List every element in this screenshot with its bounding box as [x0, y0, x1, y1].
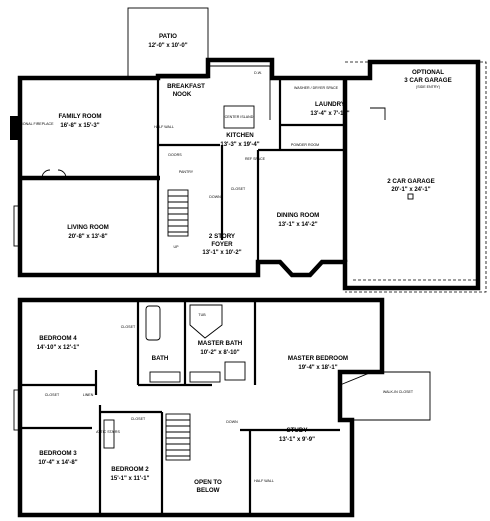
living-name: LIVING ROOM [67, 224, 109, 231]
stairs-icon-2 [165, 413, 191, 461]
dining-dims: 13'-1" x 14'-2" [278, 222, 317, 228]
garage-light-icon [407, 193, 414, 200]
masterbed-dims: 19'-4" x 18'-1" [298, 365, 337, 371]
fireplace-icon [10, 116, 20, 140]
center-island [223, 105, 255, 129]
opt-garage-note: (SIDE ENTRY) [416, 85, 440, 89]
shower-icon [224, 361, 246, 381]
opt-garage-name: OPTIONAL [412, 69, 444, 76]
bed3-name: BEDROOM 3 [39, 450, 77, 457]
breakfast-name: BREAKFAST [167, 83, 205, 90]
up-label: UP [174, 245, 180, 249]
ref-label: REF SPACE [245, 157, 266, 161]
optional-garage-outline [345, 61, 487, 293]
island-label: CENTER ISLAND [225, 115, 254, 119]
powder-label: POWDER ROOM [291, 143, 319, 147]
vanity-icon [149, 371, 181, 383]
fireplace-label: OPTIONAL FIREPLACE [14, 122, 54, 126]
door-swing-icon [41, 169, 67, 179]
vanity-icon-2 [189, 371, 221, 383]
window-icon [13, 205, 21, 247]
garage-steps [370, 107, 386, 120]
attic-stairs-icon [103, 419, 115, 449]
laundry-dims: 13'-4" x 7'-10" [310, 111, 349, 117]
dw-label: D.W. [254, 71, 262, 75]
attic-label: ATTIC STAIRS [96, 430, 120, 434]
garage-name: 2 CAR GARAGE [387, 178, 434, 185]
closet-label-4: CLOSET [131, 417, 146, 421]
bed4-name: BEDROOM 4 [39, 335, 77, 342]
open-name2: BELOW [196, 487, 219, 494]
garage-dims: 20'-1" x 24'-1" [391, 187, 430, 193]
foyer-dims: 13'-1" x 10'-2" [202, 250, 241, 256]
second-floor-plan: BEDROOM 4 14'-10" x 12'-1" BATH MASTER B… [13, 297, 431, 518]
masterbath-dims: 10'-2" x 8'-10" [200, 350, 239, 356]
open-name: OPEN TO [194, 479, 222, 486]
study-name: STUDY [287, 427, 309, 434]
closet-label-2: CLOSET [121, 325, 136, 329]
corner-tub-icon [189, 304, 223, 339]
first-floor-plan: PATIO 12'-0" x 10'-0" BREAKFAST NOOK FAM… [10, 7, 487, 293]
breakfast-name2: NOOK [173, 91, 192, 98]
walkin-label: WALK-IN CLOSET [383, 390, 414, 394]
masterbath-name: MASTER BATH [198, 340, 243, 347]
down-label: DOWN [209, 195, 221, 199]
opt-garage-name2: 3 CAR GARAGE [404, 77, 451, 84]
masterbed-name: MASTER BEDROOM [288, 355, 348, 362]
study-dims: 13'-1" x 9'-9" [279, 437, 315, 443]
down-label-2: DOWN [226, 420, 238, 424]
half-wall-label-2: HALF WALL [254, 479, 274, 483]
window-icon-2 [13, 389, 21, 431]
pantry-label: PANTRY [179, 170, 194, 174]
first-floor-exterior-wall [17, 57, 481, 291]
laundry-name: LAUNDRY [315, 101, 346, 108]
patio-name: PATIO [159, 33, 177, 40]
family-name: FAMILY ROOM [59, 113, 102, 120]
kitchen-dims: 13'-3" x 19'-4" [220, 142, 259, 148]
patio-dims: 12'-0" x 10'-0" [148, 43, 187, 49]
half-wall-label: HALF WALL [154, 125, 174, 129]
closet-label: CLOSET [231, 187, 246, 191]
kitchen-counter [210, 65, 271, 120]
foyer-name: 2 STORY [209, 233, 236, 240]
foyer-name2: FOYER [211, 241, 233, 248]
bed4-dims: 14'-10" x 12'-1" [37, 345, 80, 351]
linen-label: LINEN [83, 393, 94, 397]
bath-name: BATH [152, 355, 169, 362]
washer-label: WASHER / DRYER SPACE [294, 86, 339, 90]
tub-icon [145, 305, 161, 341]
bed3-dims: 10'-4" x 14'-8" [38, 460, 77, 466]
stairs-icon [167, 189, 189, 237]
closet-label-3: CLOSET [45, 393, 60, 397]
living-dims: 20'-8" x 13'-8" [68, 234, 107, 240]
kitchen-name: KITCHEN [226, 132, 254, 139]
family-dims: 16'-8" x 15'-3" [60, 123, 99, 129]
bed2-name: BEDROOM 2 [111, 466, 149, 473]
bed2-dims: 15'-1" x 11'-1" [111, 476, 150, 482]
dining-name: DINING ROOM [277, 212, 320, 219]
walkin-closet-outline [339, 371, 431, 421]
tub-label: TUB [198, 313, 206, 317]
doors-label: DOORS [168, 153, 182, 157]
